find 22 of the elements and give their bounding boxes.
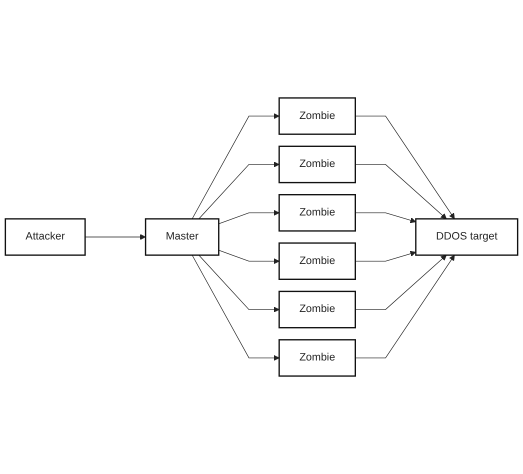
arrow [198,254,280,312]
arrow [192,113,280,220]
arrow [355,164,447,220]
arrow [198,162,280,220]
arrow [355,116,455,220]
arrow [192,254,280,361]
node-box: Zombie [278,290,356,328]
node-box: Zombie [278,194,356,232]
node-box: DDOS target [415,218,518,256]
node-box: Zombie [278,339,356,377]
arrow [218,210,280,224]
node-box: Zombie [278,97,356,135]
arrow [355,250,416,262]
arrow [355,212,416,224]
arrow [355,254,455,358]
arrow [84,234,146,240]
node-box: Attacker [4,218,86,256]
node-box: Zombie [278,146,356,184]
arrow [355,254,447,310]
arrow [218,250,280,264]
node-box: Zombie [278,242,356,280]
node-box: Master [144,218,220,256]
